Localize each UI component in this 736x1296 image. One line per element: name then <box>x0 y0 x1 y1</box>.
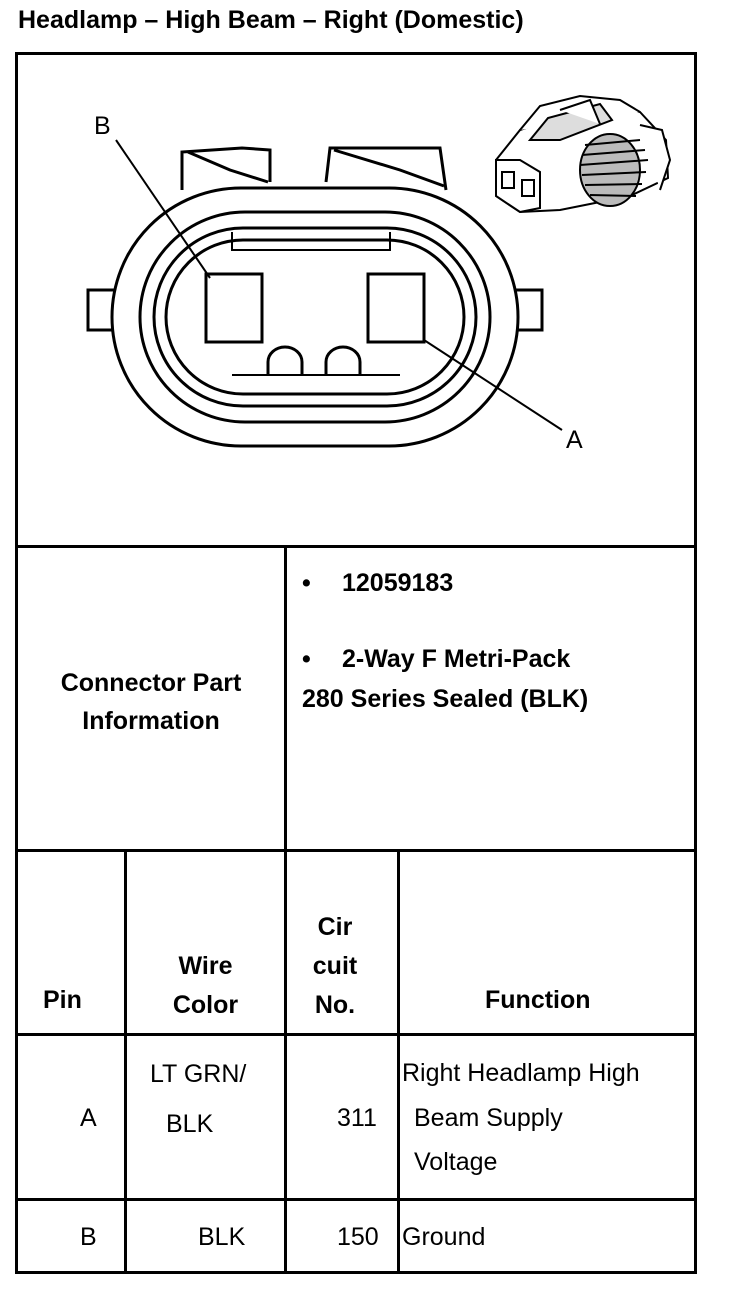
description-bullet: • <box>302 645 311 673</box>
header-circuit-line2: cuit <box>312 952 358 980</box>
connector-housing-shape <box>110 186 520 448</box>
header-circuit-line1: Cir <box>317 913 353 941</box>
description-line1: 2-Way F Metri-Pack <box>342 645 571 673</box>
row-a-wire-color-line1: LT GRN/ <box>150 1060 247 1088</box>
row-b-circuit: 150 <box>337 1223 379 1251</box>
header-circuit: Cir cuit No. <box>287 908 383 1025</box>
divider-info-table <box>15 849 697 852</box>
row-a-wire-color-line2: BLK <box>166 1110 214 1138</box>
leader-line-b <box>115 139 211 279</box>
header-pin: Pin <box>43 986 82 1014</box>
divider-info-column <box>284 545 287 851</box>
page-title: Headlamp – High Beam – Right (Domestic) <box>18 6 524 34</box>
key-bump-left <box>266 345 304 375</box>
connector-info-label-line2: Information <box>82 707 220 735</box>
header-function: Function <box>485 986 591 1014</box>
key-bump-right <box>324 345 362 375</box>
divider-col-pin <box>124 849 127 1274</box>
pin-label-a: A <box>566 426 583 454</box>
description-line2: 280 Series Sealed (BLK) <box>302 685 589 713</box>
leader-line-a <box>423 339 563 431</box>
row-a-function-line1: Right Headlamp High <box>402 1059 640 1087</box>
connector-info-label-line1: Connector Part <box>60 669 242 697</box>
header-wire-color-line1: Wire <box>178 952 233 980</box>
pin-label-b: B <box>94 112 111 140</box>
header-wire-color-line2: Color <box>172 991 239 1019</box>
terminal-b-shape <box>204 272 264 344</box>
divider-col-wire <box>284 849 287 1274</box>
divider-row-a-b <box>15 1198 697 1201</box>
header-circuit-line3: No. <box>314 991 356 1019</box>
divider-header-row <box>15 1033 697 1036</box>
divider-diagram-info <box>15 545 697 548</box>
divider-col-circuit <box>397 849 400 1274</box>
row-b-wire-color: BLK <box>198 1223 246 1251</box>
right-latch-shape <box>324 146 448 191</box>
part-number-bullet: • <box>302 569 311 597</box>
row-a-pin: A <box>80 1104 97 1132</box>
connector-face-diagram: B A <box>86 94 672 454</box>
row-a-function-line2: Beam Supply <box>414 1104 563 1132</box>
row-b-pin: B <box>80 1223 97 1251</box>
row-a-function-line3: Voltage <box>414 1148 498 1176</box>
header-wire-color: Wire Color <box>127 947 284 1025</box>
row-b-function: Ground <box>402 1223 486 1251</box>
connector-info-label: Connector Part Information <box>18 664 284 740</box>
row-a-circuit: 311 <box>337 1104 377 1132</box>
part-number: 12059183 <box>342 569 454 597</box>
connector-table-frame <box>15 52 697 1274</box>
connector-perspective-illustration <box>495 94 672 214</box>
terminal-a-shape <box>366 272 426 344</box>
